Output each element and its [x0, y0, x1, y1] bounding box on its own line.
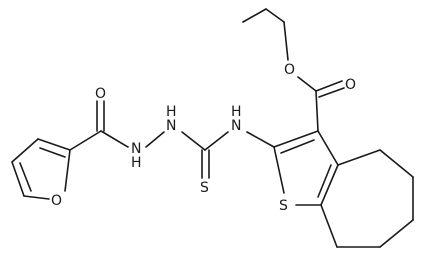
bond-ethyl-2	[265, 8, 285, 23]
bond-c-o-double-a	[315, 80, 343, 92]
bond-ethyl-1	[242, 8, 267, 23]
bond-nh-nh	[145, 131, 165, 148]
bond-c2-c3-double	[280, 139, 315, 154]
atom-n-2: N	[166, 118, 176, 134]
bond-ring8-6	[320, 204, 338, 248]
atom-n-1: N	[131, 141, 141, 157]
bond-c-o-double-b	[318, 87, 345, 98]
bond-ring8-1	[337, 149, 381, 166]
atom-o-ester-carbonyl: O	[345, 77, 356, 93]
bond-camide-furan	[69, 130, 102, 151]
bond-furan-1-double	[39, 147, 66, 158]
bond-c2-c3	[273, 130, 319, 148]
bond-c3a-c8a-double	[317, 164, 332, 198]
bond-furan-2	[11, 138, 39, 163]
atom-h-3: H	[231, 104, 242, 120]
bond-furan-1	[37, 138, 71, 151]
bond-ethyl-o	[283, 21, 289, 61]
atom-s-thiophene: S	[279, 198, 288, 214]
bond-c2-nh	[246, 131, 275, 148]
atom-n-3: N	[231, 118, 241, 134]
bond-c3-c3a	[317, 130, 339, 166]
atom-o-ester-ether: O	[284, 62, 295, 78]
bond-nh-camide	[100, 130, 129, 148]
bond-ccarbonyl-c3	[315, 90, 319, 132]
bond-furan-3	[11, 161, 25, 197]
atom-h-2: H	[166, 104, 177, 120]
bond-s-c2	[273, 146, 285, 194]
bond-ring8-4	[379, 219, 414, 248]
atom-o-amide: O	[95, 86, 106, 102]
atom-s-thione: S	[200, 180, 209, 196]
bond-c3a-c8a	[320, 164, 339, 206]
bond-furan-5	[64, 149, 71, 192]
atom-h-1: H	[131, 155, 142, 171]
bond-furan-3-double	[19, 162, 32, 192]
bond-furan-4	[23, 195, 50, 200]
bond-cthio-nh	[181, 131, 206, 151]
bond-ring8-2	[379, 149, 414, 178]
bond-o-ccarbonyl	[297, 76, 317, 92]
atom-o-furan: O	[51, 193, 62, 209]
bond-nh-cthio	[204, 131, 229, 151]
